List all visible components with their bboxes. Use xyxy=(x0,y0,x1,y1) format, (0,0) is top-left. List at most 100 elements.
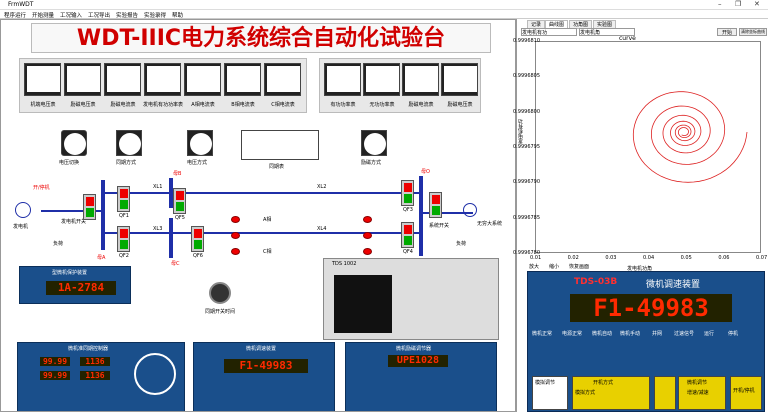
close-icon[interactable]: ✕ xyxy=(754,0,760,8)
menu-bar: 程序运行 开始测量 工况输入 工况导出 实验报告 实验录得 帮助 xyxy=(0,10,768,19)
curve-svg xyxy=(632,91,748,183)
zoom-out-tab[interactable]: 缩小 xyxy=(549,264,560,270)
meter-gauge xyxy=(104,63,141,96)
phase-c-label: C相 xyxy=(263,249,272,255)
xl3-label: XL3 xyxy=(153,226,163,232)
sync-time-knob[interactable] xyxy=(209,282,231,304)
x-tick-label: 0.02 xyxy=(567,255,579,261)
sync-led: 99.99 xyxy=(40,357,70,366)
maximize-icon[interactable]: ❐ xyxy=(735,0,742,8)
y-tick-label: 0.9996795 xyxy=(513,144,541,150)
breaker-qf1[interactable] xyxy=(117,186,130,212)
meter-label: A相电流表 xyxy=(191,102,215,108)
xl2-label: XL2 xyxy=(317,184,327,190)
y-selector[interactable]: 发电机有功 xyxy=(521,28,577,36)
meter-label: 有功功率表 xyxy=(330,102,356,108)
meters-left-group: 机端电压表 励磁电压表 励磁电流表 发电机有功功率表 A相电流表 B相电流表 C… xyxy=(19,58,307,113)
generator-icon xyxy=(15,202,31,218)
sync-time-label: 同期开关时间 xyxy=(205,309,236,315)
x-selector[interactable]: 发电机角 xyxy=(579,28,635,36)
breaker-gen[interactable] xyxy=(83,194,96,220)
phase-a-label: A相 xyxy=(263,217,272,223)
qf1-label: QF1 xyxy=(119,213,129,219)
oscilloscope-screen xyxy=(334,275,392,333)
adjust-knob-box[interactable]: 模拟调节 xyxy=(532,376,568,410)
phase-lamp xyxy=(231,248,240,255)
protection-panel: 型微机保护装置 1A-2784 xyxy=(19,266,131,304)
meter-gauge xyxy=(184,63,221,96)
voltage-mode-knob[interactable] xyxy=(187,130,213,156)
sync-led: 99.99 xyxy=(40,371,70,380)
menu-run[interactable]: 程序运行 xyxy=(4,13,27,19)
breaker-sys[interactable] xyxy=(429,192,442,218)
status-led-label: 过速信号 xyxy=(674,331,695,337)
status-led-label: 电源正常 xyxy=(562,331,583,337)
arrow-box[interactable] xyxy=(654,376,676,410)
excitation-knob[interactable] xyxy=(361,130,387,156)
line-xl3 xyxy=(105,232,419,234)
meter-gauge xyxy=(324,63,361,96)
speed-led-main: F1-49983 xyxy=(570,294,732,322)
y-tick-label: 0.9996800 xyxy=(513,108,541,115)
reset-view-tab[interactable]: 恢复画面 xyxy=(569,264,590,270)
test-bench-panel: WDT-IIIC电力系统综合自动化试验台 机端电压表 励磁电压表 励磁电流表 发… xyxy=(0,19,516,412)
generator-label: 发电机 xyxy=(13,224,29,230)
clear-button[interactable]: 清除坐标曲线 xyxy=(739,28,767,36)
menu-record[interactable]: 实验录得 xyxy=(144,13,167,19)
sync-meter xyxy=(241,130,319,160)
breaker-qf5[interactable] xyxy=(173,188,186,214)
gen-line xyxy=(41,210,101,212)
sync-dial xyxy=(134,353,176,395)
xl4-label: XL4 xyxy=(317,226,327,232)
sync-led: 1136 xyxy=(80,371,110,380)
meter-gauge xyxy=(402,63,439,96)
start-button[interactable]: 开始 xyxy=(717,28,737,36)
breaker-qf4[interactable] xyxy=(401,222,414,248)
status-led-label: 微机自动 xyxy=(592,331,613,337)
y-tick-label: 0.9996790 xyxy=(513,179,541,186)
sync-mode-label: 同期方式 xyxy=(116,160,137,166)
breaker-qf2[interactable] xyxy=(117,226,130,252)
breaker-qf6[interactable] xyxy=(191,226,204,252)
menu-report[interactable]: 实验报告 xyxy=(116,13,139,19)
excitation-panel: 微机励磁调节器 UPE1028 xyxy=(345,342,497,411)
breaker-qf3[interactable] xyxy=(401,180,414,206)
y-tick-label: 0.9996785 xyxy=(513,214,541,221)
zoom-in-tab[interactable]: 放大 xyxy=(529,264,540,270)
meter-label: 励磁电流表 xyxy=(110,102,136,108)
x-tick-label: 0.07 xyxy=(756,255,768,261)
meter-gauge xyxy=(363,63,400,96)
meter-label: C相电流表 xyxy=(271,102,295,108)
speed-adjust-box[interactable]: 微机调节 增速/减速 xyxy=(678,376,726,410)
speed-panel-title: 微机调速装置 xyxy=(246,346,277,352)
menu-help[interactable]: 帮助 xyxy=(172,13,184,19)
menu-export[interactable]: 工况导出 xyxy=(88,13,111,19)
infinite-bus-label: 无穷大系统 xyxy=(477,221,503,227)
x-tick-label: 0.01 xyxy=(530,255,542,261)
load2-label: 负荷 xyxy=(456,241,467,247)
minimize-icon[interactable]: – xyxy=(718,0,722,8)
qf6-label: QF6 xyxy=(193,253,203,259)
meter-gauge xyxy=(64,63,101,96)
sync-led: 1136 xyxy=(80,357,110,366)
sync-mode-knob[interactable] xyxy=(116,130,142,156)
meter-gauge xyxy=(144,63,181,96)
bus-o xyxy=(419,176,423,256)
meter-label: B相电流表 xyxy=(231,102,255,108)
speed-panel-left: 微机调速装置 F1-49983 xyxy=(193,342,335,411)
start-stop-box[interactable]: 开机/停机 xyxy=(730,376,762,410)
plot-title: curve xyxy=(619,35,636,42)
speed-governor-panel: TDS-03B 微机调速装置 F1-49983 微机正常 电源正常 微机自动 微… xyxy=(527,271,765,412)
y-tick-label: 0.9996805 xyxy=(513,73,541,80)
voltage-switch-knob[interactable] xyxy=(61,130,87,156)
page-title: WDT-IIIC电力系统综合自动化试验台 xyxy=(31,23,491,53)
status-led-label: 微机手动 xyxy=(620,331,641,337)
menu-input[interactable]: 工况输入 xyxy=(60,13,83,19)
menu-measure[interactable]: 开始测量 xyxy=(32,13,55,19)
sys-switch-label: 系统开关 xyxy=(429,223,450,229)
protection-title: 型微机保护装置 xyxy=(52,270,88,276)
open-mode-box[interactable]: 开机方式 模拟方式 xyxy=(572,376,650,410)
protection-led: 1A-2784 xyxy=(46,281,116,295)
